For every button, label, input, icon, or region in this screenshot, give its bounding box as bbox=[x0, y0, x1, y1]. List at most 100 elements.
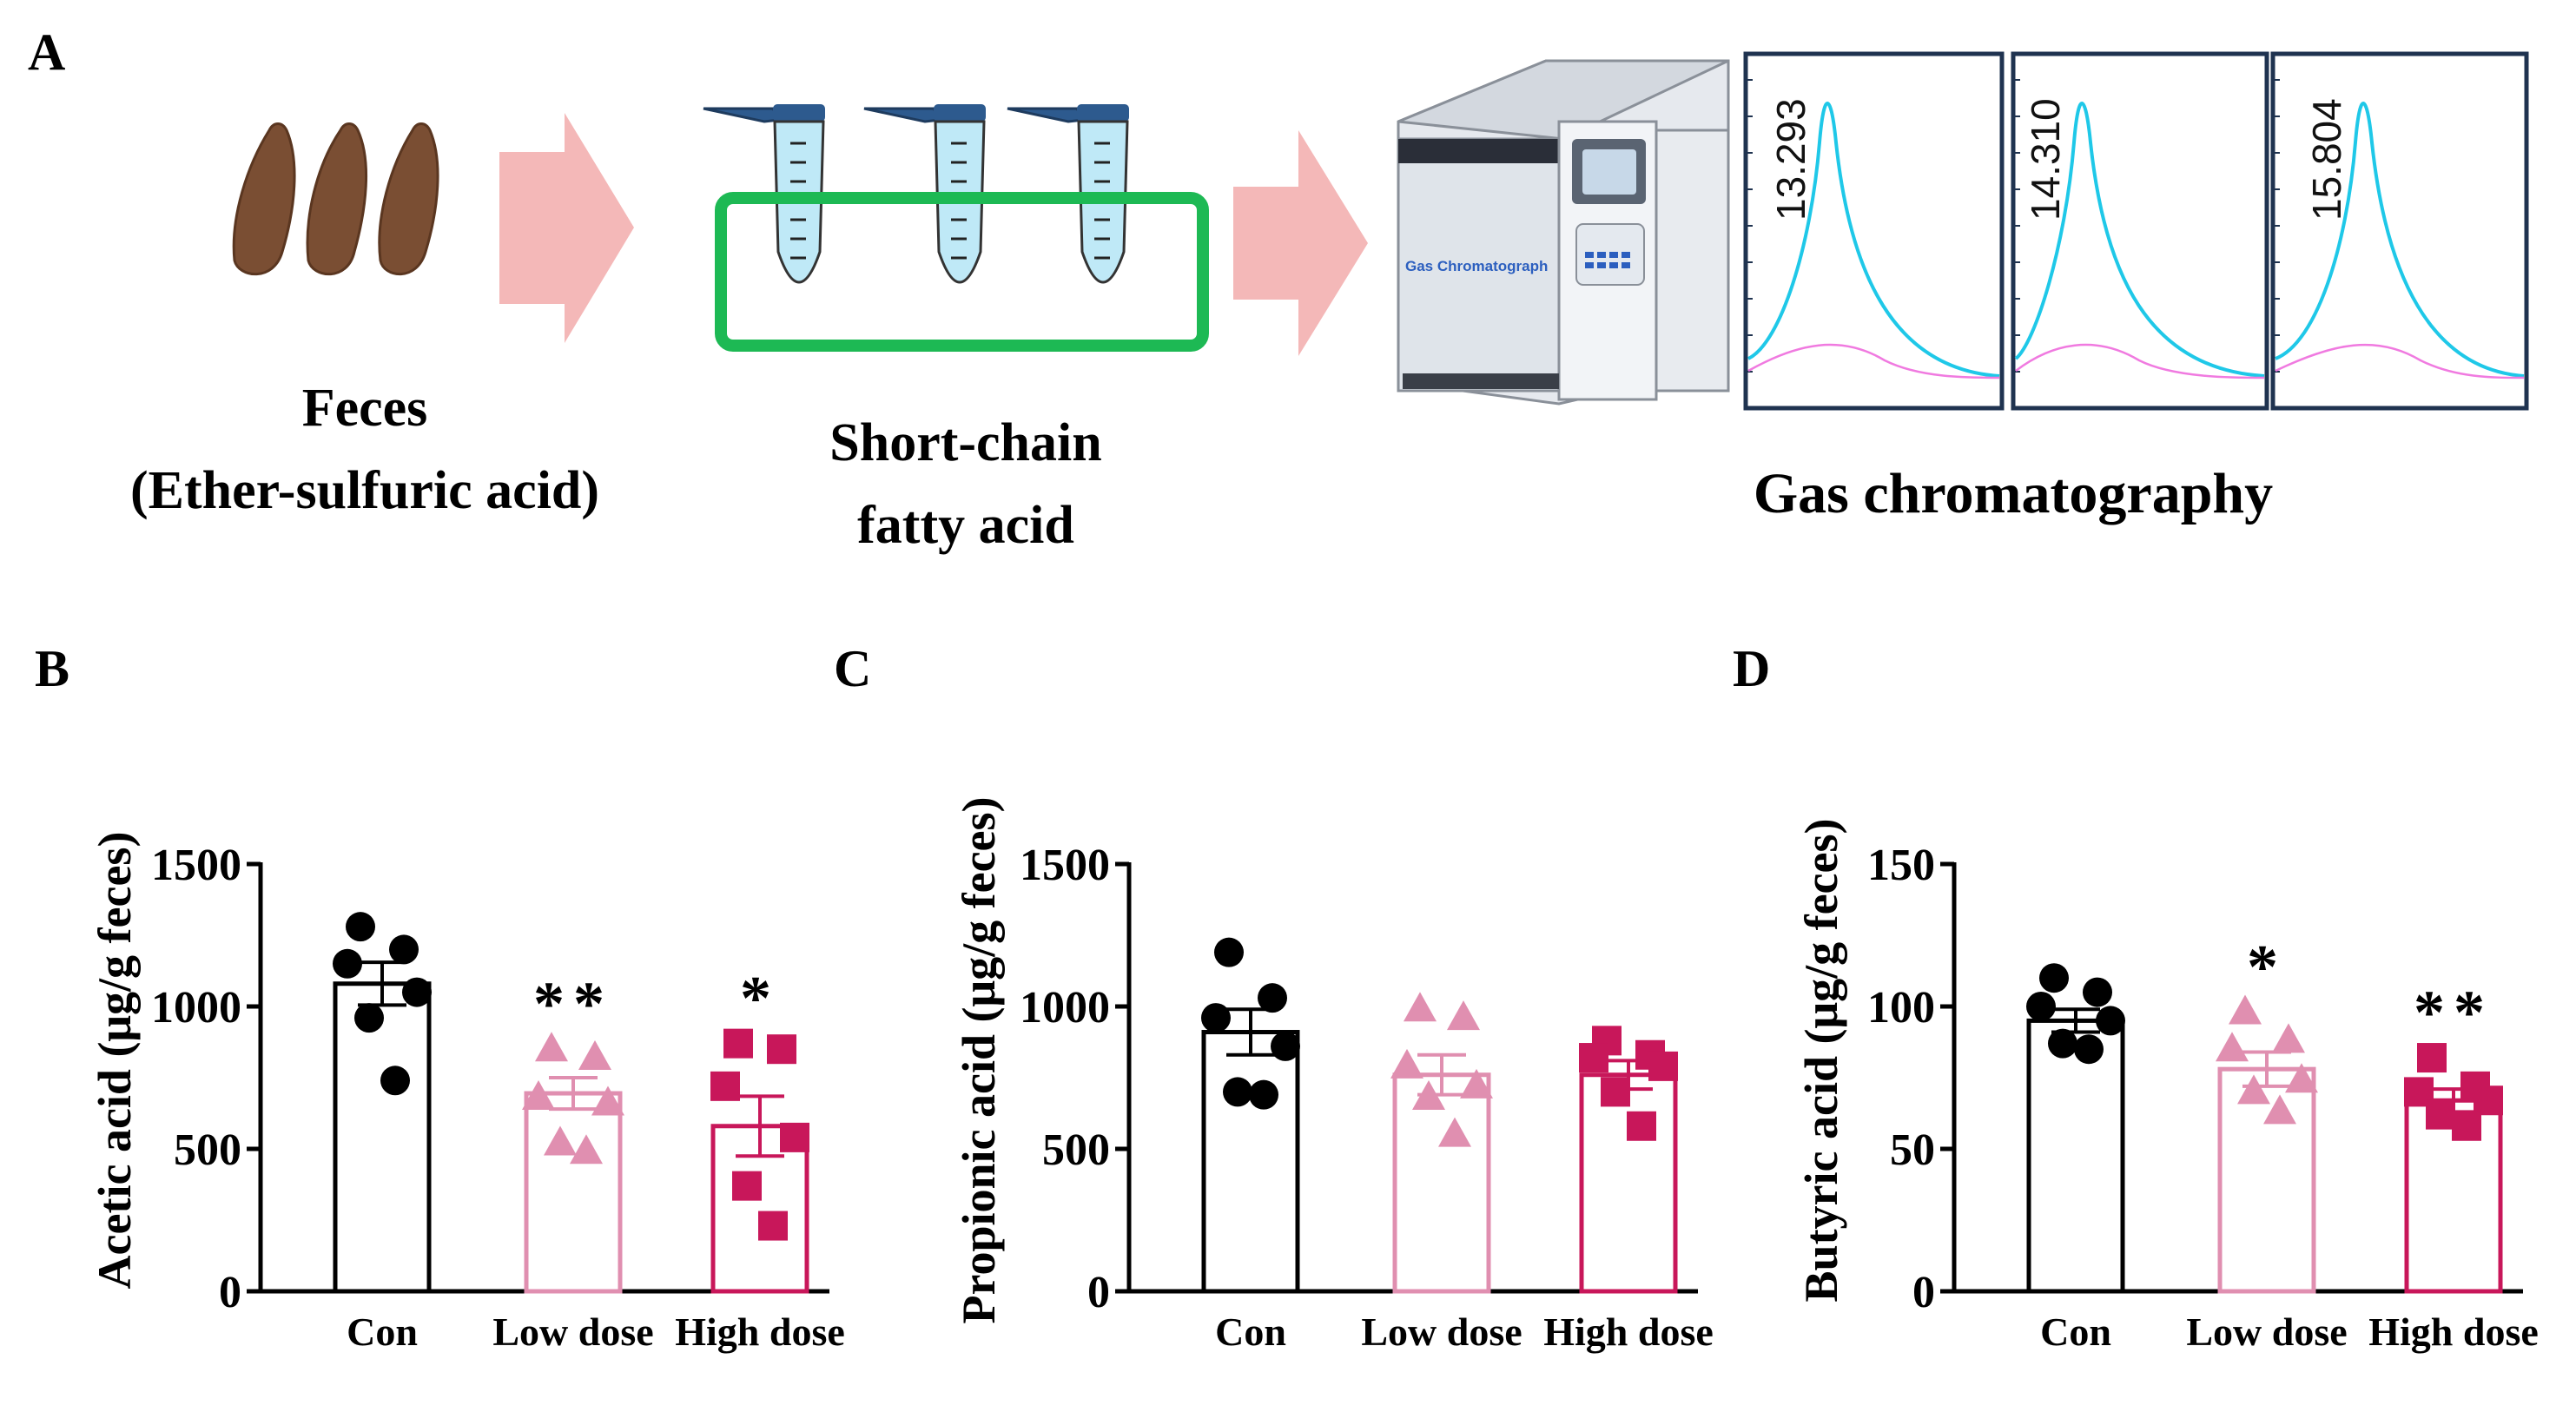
data-point bbox=[2039, 963, 2069, 993]
data-point bbox=[1601, 1077, 1630, 1107]
panel-letter: C bbox=[834, 640, 871, 697]
data-point bbox=[570, 1134, 603, 1165]
y-tick-label: 1000 bbox=[151, 983, 241, 1033]
peak-label: 15.804 bbox=[2304, 98, 2349, 221]
data-point bbox=[1447, 1000, 1480, 1031]
chromatogram-2: 14.310 bbox=[2011, 51, 2269, 411]
x-tick-label: Con bbox=[1215, 1310, 1286, 1354]
data-point bbox=[1404, 992, 1437, 1022]
data-point bbox=[544, 1125, 577, 1156]
x-tick-label: Low dose bbox=[2186, 1310, 2347, 1354]
panel-letter: D bbox=[1733, 640, 1770, 697]
bar-2 bbox=[1579, 1072, 1678, 1294]
data-point bbox=[2272, 1023, 2305, 1053]
scfa-sublabel: fatty acid bbox=[857, 496, 1074, 555]
data-point bbox=[1460, 1068, 1493, 1099]
significance-marker: ** bbox=[2414, 978, 2493, 1047]
data-point bbox=[1412, 1079, 1445, 1110]
gc-label: Gas chromatography bbox=[1754, 462, 2273, 525]
tube-rack bbox=[703, 104, 1209, 352]
data-point bbox=[2426, 1099, 2455, 1130]
data-point bbox=[402, 977, 432, 1007]
peak-label: 13.293 bbox=[1768, 98, 1813, 221]
panel-letter: B bbox=[35, 640, 69, 697]
data-point bbox=[710, 1071, 740, 1101]
flow-arrow-1 bbox=[499, 113, 634, 343]
data-point bbox=[333, 948, 362, 979]
y-tick-label: 100 bbox=[1867, 983, 1935, 1033]
y-tick-label: 0 bbox=[1087, 1268, 1110, 1317]
tube-cap bbox=[863, 107, 943, 123]
y-axis-label: Propionic acid (μg/g feces) bbox=[953, 797, 1005, 1324]
data-point bbox=[1271, 1031, 1300, 1061]
data-point bbox=[1201, 1003, 1231, 1033]
highlight-box bbox=[715, 192, 1209, 352]
data-point bbox=[2285, 1063, 2318, 1093]
y-tick-label: 150 bbox=[1867, 841, 1935, 890]
significance-marker: * bbox=[2247, 933, 2287, 1002]
chromatogram-1: 13.293 bbox=[1743, 51, 2005, 411]
data-point bbox=[780, 1122, 809, 1152]
data-point bbox=[1249, 1079, 1278, 1110]
data-point bbox=[2452, 1111, 2481, 1141]
data-point bbox=[2237, 1074, 2270, 1105]
data-point bbox=[1223, 1077, 1252, 1107]
data-point bbox=[1648, 1051, 1678, 1081]
data-point bbox=[2263, 1094, 2296, 1125]
data-point bbox=[354, 1003, 384, 1033]
y-tick-label: 500 bbox=[1042, 1125, 1110, 1175]
chromatogram-frame bbox=[2270, 51, 2529, 411]
data-point bbox=[2216, 1032, 2249, 1062]
significance-marker: * bbox=[740, 964, 780, 1033]
trace-sub bbox=[1747, 343, 2000, 379]
tube-lid bbox=[1077, 104, 1129, 122]
chromatogram-frame bbox=[1743, 51, 2005, 411]
data-point bbox=[389, 934, 419, 965]
data-point bbox=[2026, 992, 2056, 1021]
trace-sub bbox=[2275, 343, 2525, 379]
trace-main bbox=[2014, 102, 2265, 378]
data-point bbox=[2074, 1034, 2104, 1065]
chromatogram-3: 15.804 bbox=[2270, 51, 2529, 411]
data-point bbox=[2096, 1006, 2125, 1036]
data-point bbox=[758, 1211, 788, 1241]
panel-letter-a: A bbox=[28, 23, 65, 81]
feces-sublabel: (Ether-sulfuric acid) bbox=[130, 461, 599, 520]
data-point bbox=[767, 1034, 796, 1065]
y-tick-label: 500 bbox=[174, 1125, 241, 1175]
bar-0 bbox=[2026, 1018, 2125, 1294]
x-tick-label: Low dose bbox=[1361, 1310, 1522, 1354]
data-point bbox=[578, 1040, 611, 1071]
flow-arrow-2 bbox=[1233, 130, 1368, 356]
x-tick-label: Con bbox=[2040, 1310, 2111, 1354]
y-tick-label: 1500 bbox=[1020, 841, 1110, 890]
y-tick-label: 0 bbox=[1912, 1268, 1935, 1317]
tube-cap bbox=[703, 107, 783, 123]
data-point bbox=[723, 1028, 753, 1059]
tube-lid bbox=[934, 104, 986, 122]
trace-main bbox=[2275, 102, 2525, 378]
x-tick-label: Con bbox=[347, 1310, 418, 1354]
bar-0 bbox=[1201, 1030, 1300, 1294]
x-tick-label: High dose bbox=[675, 1310, 845, 1354]
y-tick-label: 1500 bbox=[151, 841, 241, 890]
y-axis-label: Acetic acid (μg/g feces) bbox=[89, 832, 141, 1290]
x-tick-label: Low dose bbox=[492, 1310, 653, 1354]
tube-cap bbox=[1007, 107, 1087, 123]
data-point bbox=[2048, 1028, 2077, 1059]
data-point bbox=[732, 1171, 762, 1201]
scfa-label: Short-chain bbox=[829, 413, 1101, 472]
data-point bbox=[591, 1085, 624, 1116]
bar-1 bbox=[524, 1091, 623, 1294]
data-point bbox=[1214, 937, 1244, 967]
y-axis-label: Butyric acid (μg/g feces) bbox=[1795, 819, 1847, 1303]
gas-chromatograph-icon: Gas Chromatograph bbox=[1397, 59, 1730, 406]
data-point bbox=[522, 1079, 555, 1110]
gc-machine-text: Gas Chromatograph bbox=[1405, 258, 1548, 274]
x-tick-label: High dose bbox=[2368, 1310, 2539, 1354]
feces-label: Feces bbox=[302, 379, 428, 438]
data-point bbox=[346, 912, 375, 942]
